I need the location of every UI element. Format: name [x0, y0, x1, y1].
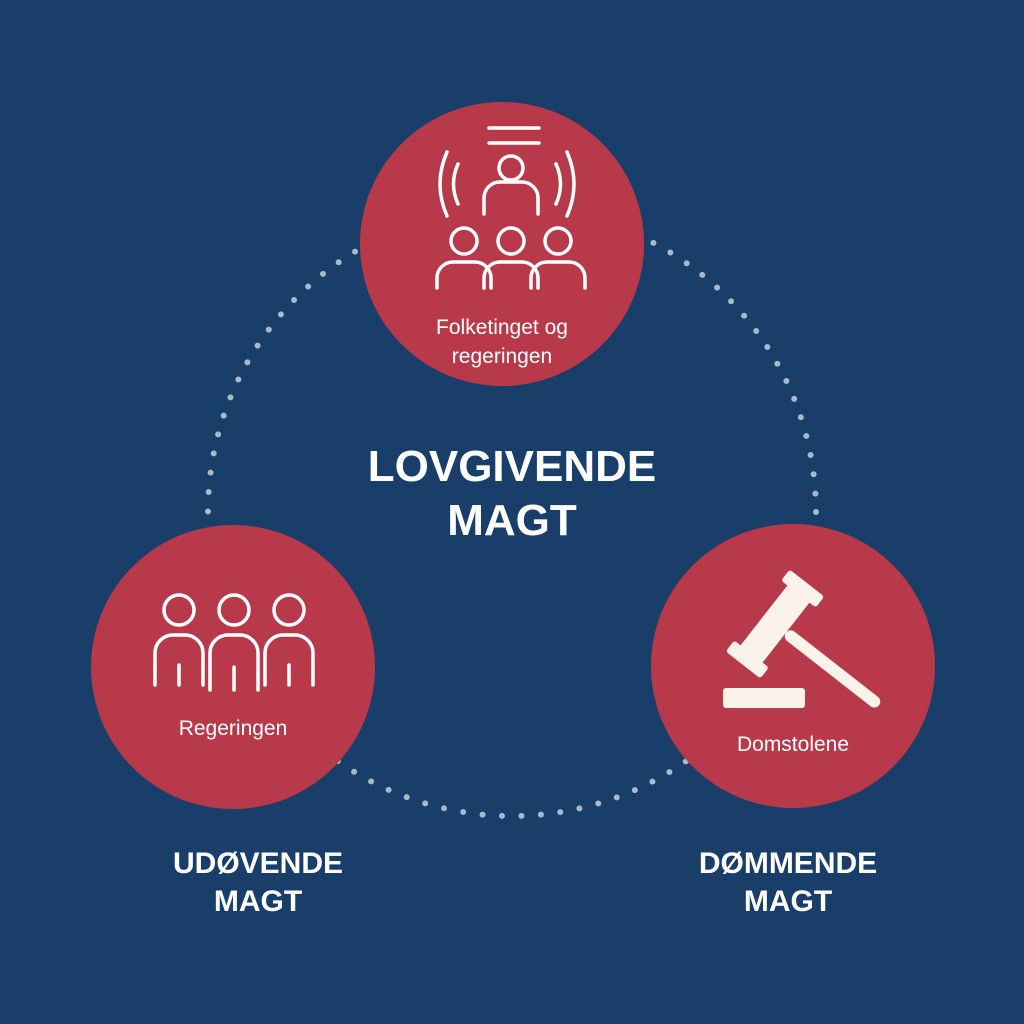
legislative-power-title-line2: MAGT — [447, 496, 577, 545]
parliament-assembly-icon — [435, 126, 587, 290]
gavel-icon — [723, 570, 881, 708]
executive-power-title: UDØVENDE MAGT — [98, 845, 418, 921]
executive-power-title-line2: MAGT — [213, 885, 303, 918]
legislative-power-title-line1: LOVGIVENDE — [367, 442, 657, 491]
judicial-power-title-line1: DØMMENDE — [698, 847, 878, 880]
node-label-top-line1: Folketinget og — [436, 316, 568, 339]
executive-power-title-line1: UDØVENDE — [172, 847, 344, 880]
people-group-icon — [153, 593, 315, 692]
node-label-right: Domstolene — [736, 733, 850, 756]
node-label-top: Folketinget og regeringen — [390, 313, 614, 371]
judicial-power-title: DØMMENDE MAGT — [628, 845, 948, 921]
node-legislative-body: Folketinget og regeringen — [360, 102, 644, 386]
node-label-left: Regeringen — [178, 717, 288, 740]
node-label-top-line2: regeringen — [451, 345, 553, 368]
judicial-power-title-line2: MAGT — [743, 885, 833, 918]
legislative-power-title: LOVGIVENDE MAGT — [312, 440, 712, 548]
node-judicial-body: Domstolene — [651, 524, 935, 808]
node-executive-body: Regeringen — [91, 525, 375, 809]
